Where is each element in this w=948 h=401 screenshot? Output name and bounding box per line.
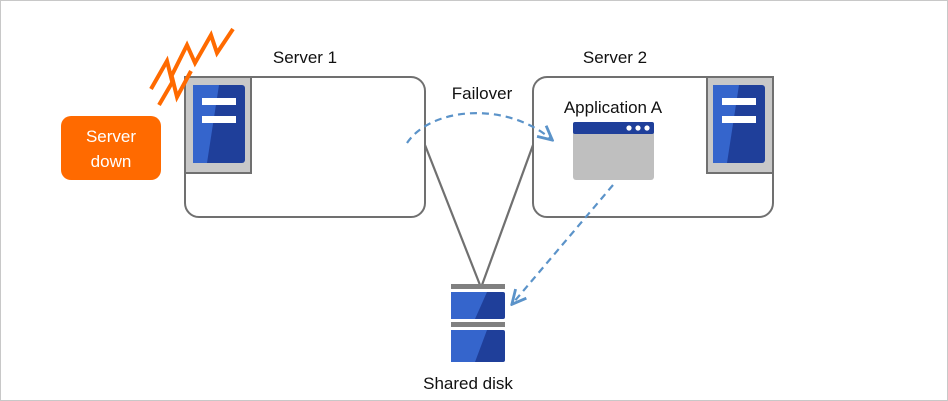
application-label: Application A — [564, 98, 663, 117]
server-icon — [184, 76, 252, 174]
failover-label: Failover — [452, 84, 513, 103]
connection-line-server2 — [480, 144, 535, 286]
server1-label: Server 1 — [273, 48, 337, 67]
failure-zigzag-icon — [149, 27, 235, 107]
server-icon — [706, 76, 774, 174]
application-window-icon — [573, 122, 654, 180]
server-down-badge: Server down — [61, 116, 161, 180]
shared-disk-icon — [451, 284, 505, 362]
disk-access-arrow — [513, 184, 614, 303]
server-down-line1: Server — [86, 127, 136, 146]
server-down-line2: down — [91, 152, 132, 171]
server2-label: Server 2 — [583, 48, 647, 67]
connection-line-server1 — [423, 144, 482, 286]
failover-arrow — [406, 112, 551, 144]
shared-disk-label: Shared disk — [423, 374, 513, 393]
